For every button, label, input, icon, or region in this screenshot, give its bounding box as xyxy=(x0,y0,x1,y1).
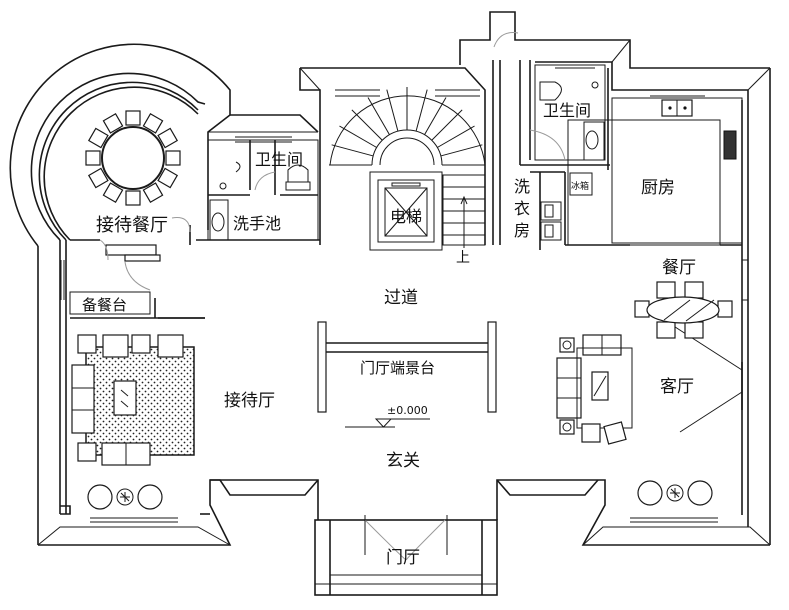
stair-tread xyxy=(415,89,428,132)
label-living: 客厅 xyxy=(660,377,694,397)
label-bathroom-left: 卫生间 xyxy=(255,150,303,169)
stair-tread xyxy=(331,144,374,157)
dining-chair xyxy=(142,182,164,204)
spiral-stair xyxy=(329,87,486,248)
label-kitchen: 厨房 xyxy=(641,178,675,198)
label-elevation: ±0.000 xyxy=(387,404,428,417)
dining-chair xyxy=(157,127,179,149)
stair-tread xyxy=(386,89,399,132)
label-fridge: 冰箱 xyxy=(571,180,589,192)
label-porch: 门厅 xyxy=(386,548,420,568)
elevator-shaft xyxy=(369,171,443,251)
stair-tread xyxy=(339,125,377,148)
label-elevator: 电梯 xyxy=(390,207,422,226)
label-corridor: 过道 xyxy=(384,288,418,308)
reception-sofa-set xyxy=(71,334,195,466)
dining-chair xyxy=(87,127,109,149)
label-foyer-console: 门厅端景台 xyxy=(360,359,435,377)
left-wc-fixtures xyxy=(211,161,311,232)
dining-chair xyxy=(125,110,141,126)
label-entrance: 玄关 xyxy=(386,451,420,471)
label-laundry: 衣 xyxy=(514,199,530,218)
dining-chair xyxy=(102,112,124,134)
stair-tread xyxy=(351,109,383,141)
room-labels: 接待餐厅 卫生间 洗手池 电梯 上 洗 衣 房 卫生间 冰箱 厨房 餐厅 过道 … xyxy=(82,101,696,568)
label-reception-hall: 接待厅 xyxy=(224,391,275,411)
label-reception-dining: 接待餐厅 xyxy=(96,215,168,236)
stair-tread xyxy=(367,97,390,135)
stair-tread xyxy=(424,97,447,135)
dining-chair xyxy=(87,167,109,189)
living-room-sofa-set xyxy=(556,334,633,445)
doors xyxy=(99,32,743,561)
stair-tread xyxy=(431,109,463,141)
label-stairs-up: 上 xyxy=(456,250,470,266)
oval-dining-table xyxy=(634,281,733,339)
label-pantry: 备餐台 xyxy=(82,296,127,314)
washing-machines xyxy=(540,201,562,241)
stair-tread xyxy=(437,125,475,148)
exterior-walls xyxy=(9,11,771,596)
round-dining-table xyxy=(85,110,181,206)
interior-walls xyxy=(69,60,743,413)
dining-chair xyxy=(102,182,124,204)
dining-chair xyxy=(142,112,164,134)
kitchen-fixtures xyxy=(569,99,737,196)
label-laundry: 洗 xyxy=(514,177,530,196)
right-wc-fixtures xyxy=(539,81,605,161)
windows xyxy=(60,260,65,300)
label-laundry: 房 xyxy=(514,221,530,240)
label-dining: 餐厅 xyxy=(662,258,696,278)
dining-chair xyxy=(157,167,179,189)
label-bathroom-right: 卫生间 xyxy=(543,101,591,120)
plants-and-lounge-chairs xyxy=(87,480,713,510)
elevation-marker xyxy=(345,418,430,428)
dining-chair xyxy=(85,150,101,166)
stair-tread xyxy=(440,144,483,157)
label-washbasin: 洗手池 xyxy=(233,214,281,233)
dining-chair xyxy=(125,190,141,206)
dining-chair xyxy=(165,150,181,166)
